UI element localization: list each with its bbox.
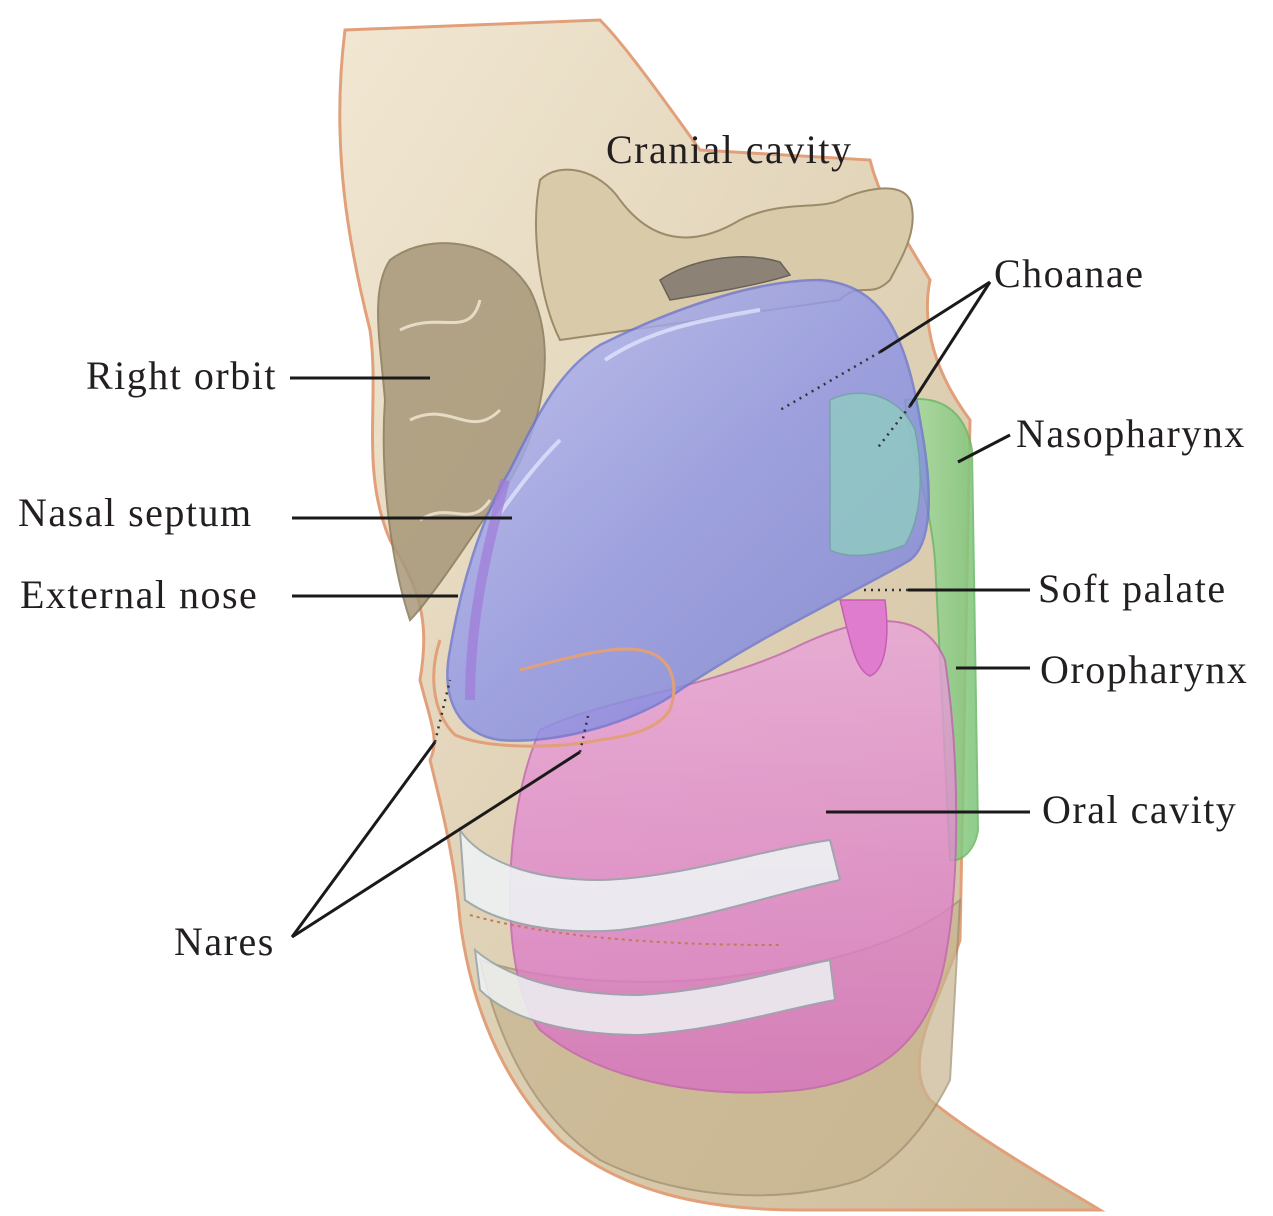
label-soft-palate: Soft palate	[1038, 566, 1227, 611]
label-cranial-cavity: Cranial cavity	[606, 127, 852, 172]
leader-nares-1	[292, 742, 435, 937]
label-oropharynx: Oropharynx	[1040, 647, 1248, 692]
label-external-nose: External nose	[20, 572, 258, 617]
label-nasal-septum: Nasal septum	[18, 490, 253, 535]
label-oral-cavity: Oral cavity	[1042, 787, 1237, 832]
label-choanae: Choanae	[994, 251, 1144, 296]
label-right-orbit: Right orbit	[86, 353, 277, 398]
label-nares: Nares	[174, 919, 275, 964]
choanae-inner-region	[830, 393, 920, 555]
label-nasopharynx: Nasopharynx	[1016, 411, 1246, 456]
